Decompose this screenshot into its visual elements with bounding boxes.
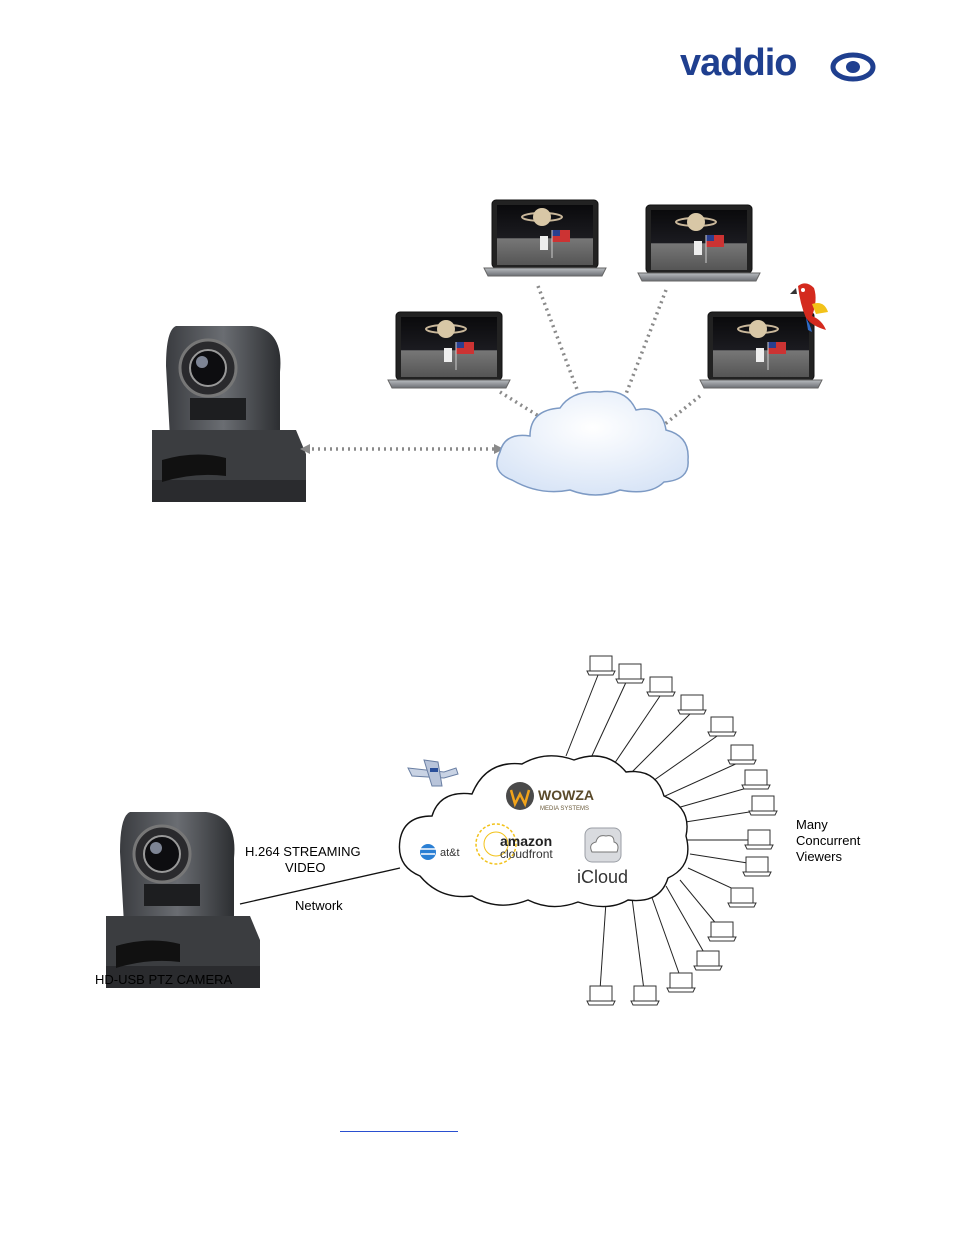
hyperlink-underline[interactable]	[340, 1131, 458, 1132]
att-label: at&t	[440, 847, 460, 859]
laptop-1	[483, 199, 607, 277]
laptop-3	[387, 311, 511, 389]
wowza-logo: WOWZA MEDIA SYSTEMS	[506, 782, 594, 812]
viewers-label-line3: Viewers	[796, 849, 843, 864]
amazon-label: amazon	[500, 833, 552, 849]
internet-cloud-1	[496, 390, 689, 496]
icloud-label: iCloud	[577, 867, 628, 887]
parrot-icon	[790, 283, 828, 332]
laptop-4	[699, 311, 823, 389]
amazon-cloudfront-logo: amazon cloudfront	[475, 823, 553, 865]
airplane-icon	[407, 759, 459, 787]
logo-text: vaddio	[680, 42, 797, 84]
connection-arrowheads	[300, 444, 504, 454]
wowza-sub-label: MEDIA SYSTEMS	[540, 806, 589, 812]
vaddio-logo: vaddio	[680, 42, 876, 88]
ptz-camera-2	[104, 810, 262, 990]
camera-label: HD-USB PTZ CAMERA	[95, 972, 233, 987]
logo-eye-icon	[830, 52, 876, 82]
cloudfront-label: cloudfront	[500, 847, 553, 861]
viewers-label-line1: Many	[796, 817, 828, 832]
network-line	[239, 867, 401, 905]
connection-lines	[306, 285, 702, 451]
laptop-2	[637, 204, 761, 282]
stream-label-line1: H.264 STREAMING	[245, 844, 361, 859]
network-label: Network	[295, 898, 343, 913]
stream-label-line2: VIDEO	[285, 860, 325, 875]
icloud-logo: iCloud	[577, 827, 628, 887]
ptz-camera-1	[150, 324, 308, 504]
diagram-1	[150, 199, 828, 504]
viewers-label-line2: Concurrent	[796, 833, 861, 848]
wowza-label: WOWZA	[538, 787, 594, 803]
att-logo: at&t	[420, 844, 460, 860]
diagram-2: at&t WOWZA MEDIA SYSTEMS amazon cloudfro…	[95, 655, 861, 1006]
internet-cloud-2	[398, 755, 689, 908]
